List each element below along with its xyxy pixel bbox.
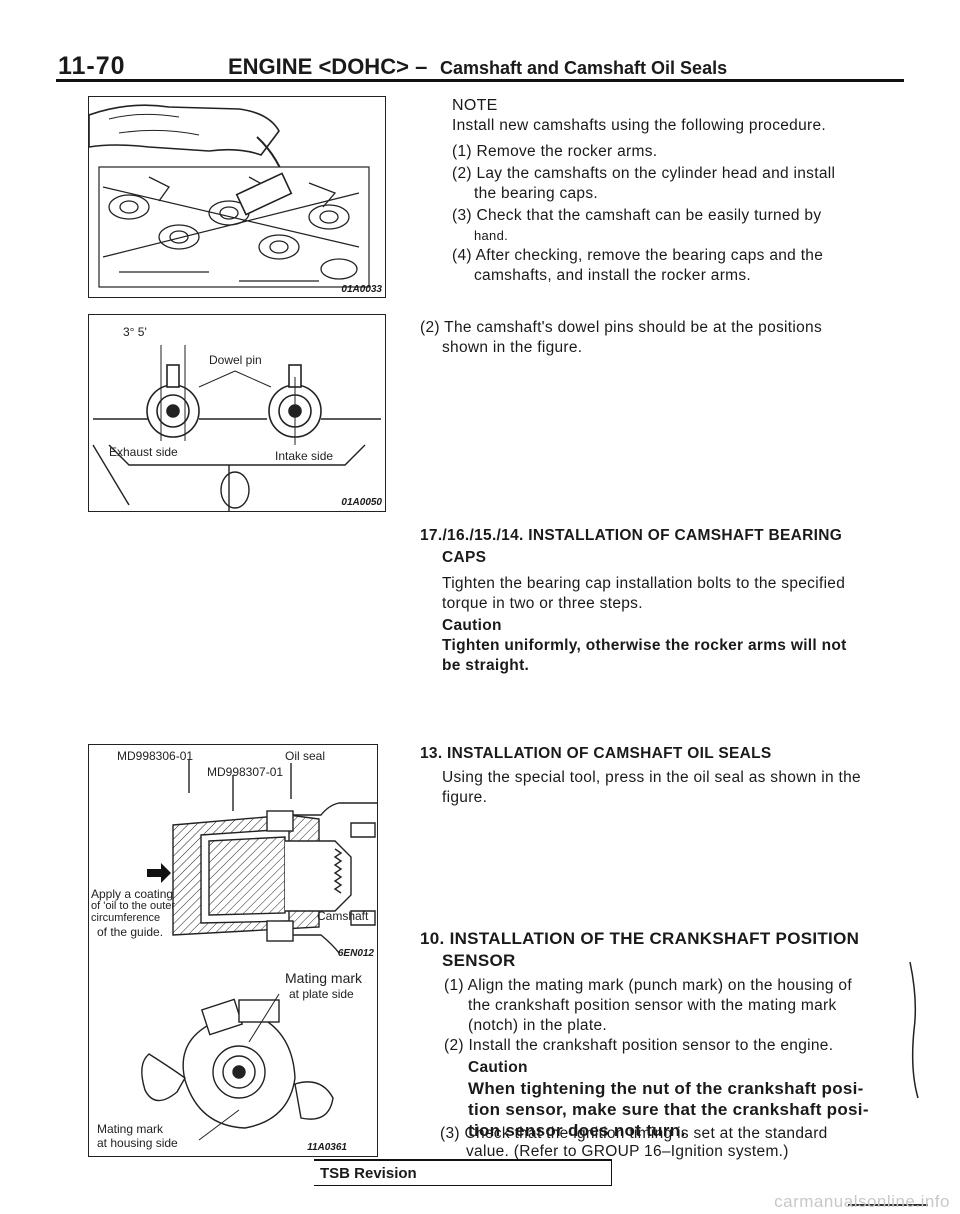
tsb-rule bbox=[314, 1159, 612, 1161]
dowel-pin-label: Dowel pin bbox=[209, 353, 262, 367]
figure-code: 11A0361 bbox=[307, 1142, 347, 1153]
watermark: carmanualsonline.info bbox=[774, 1192, 950, 1211]
caution-text: tion sensor does not turn. bbox=[468, 1121, 686, 1140]
coating-note-4: of the guide. bbox=[97, 925, 164, 939]
camshaft-label: Camshaft bbox=[317, 909, 369, 923]
figure-dowel-pin-positions: 3° 5' Dowel pin Exhaust side Intake side… bbox=[88, 314, 386, 512]
camshaft-end-view bbox=[92, 345, 381, 511]
angle-label: 3° 5' bbox=[123, 325, 147, 339]
note-step: camshafts, and install the rocker arms. bbox=[474, 267, 752, 284]
margin-bracket-mark bbox=[909, 961, 919, 1099]
note-title: NOTE bbox=[452, 97, 498, 114]
tool-label-1: MD998306-01 bbox=[117, 749, 194, 763]
section-heading-bearing-caps: 17./16./15./14. INSTALLATION OF CAMSHAFT… bbox=[420, 527, 843, 544]
header-rule bbox=[56, 79, 904, 82]
mating-mark-plate-2: at plate side bbox=[289, 987, 354, 1001]
note-step: the bearing caps. bbox=[474, 185, 599, 202]
mating-mark-plate-1: Mating mark bbox=[285, 970, 363, 986]
caution-text: be straight. bbox=[442, 657, 530, 674]
footer-rule bbox=[848, 1204, 928, 1206]
crank-sensor-step: the crankshaft position sensor with the … bbox=[468, 997, 837, 1014]
note-step: (2) Lay the camshafts on the cylinder he… bbox=[452, 165, 836, 182]
dowel-step-line: shown in the figure. bbox=[442, 339, 583, 356]
oil-seals-body: Using the special tool, press in the oil… bbox=[442, 769, 861, 786]
figure-rocker-arm-removal: 01A0033 bbox=[88, 96, 386, 298]
section-heading-crank-sensor: 10. INSTALLATION OF THE CRANKSHAFT POSIT… bbox=[420, 929, 860, 948]
figure-code: 01A0050 bbox=[341, 497, 382, 508]
note-step: hand. bbox=[474, 228, 509, 243]
caution-text: Tighten uniformly, otherwise the rocker … bbox=[442, 637, 847, 654]
oil-seal-tool-illustration bbox=[147, 759, 377, 954]
caution-text: When tightening the nut of the crankshaf… bbox=[468, 1079, 864, 1098]
note-step: (1) Remove the rocker arms. bbox=[452, 143, 658, 160]
note-step: (4) After checking, remove the bearing c… bbox=[452, 247, 824, 264]
mating-mark-housing-2: at housing side bbox=[97, 1136, 178, 1150]
coating-note-1: Apply a coating bbox=[91, 887, 174, 901]
mating-mark-housing-1: Mating mark bbox=[97, 1122, 164, 1136]
press-direction-icon bbox=[147, 863, 171, 883]
oil-seals-body: figure. bbox=[442, 789, 488, 806]
tool-label-2: MD998307-01 bbox=[207, 765, 284, 779]
coating-note-3: circumference bbox=[91, 912, 161, 924]
page-number: 11-70 bbox=[58, 52, 126, 80]
oil-seal-label: Oil seal bbox=[285, 749, 326, 763]
coating-note-2: of 'oil to the outer bbox=[91, 900, 176, 912]
crank-sensor-step: value. (Refer to GROUP 16–Ignition syste… bbox=[466, 1143, 789, 1160]
section-heading-crank-sensor-2: SENSOR bbox=[442, 951, 516, 970]
exhaust-side-label: Exhaust side bbox=[109, 445, 178, 459]
section-title: ENGINE <DOHC> – bbox=[228, 54, 428, 79]
bearing-caps-body: torque in two or three steps. bbox=[442, 595, 643, 612]
intake-side-label: Intake side bbox=[275, 449, 334, 463]
subsection-title: Camshaft and Camshaft Oil Seals bbox=[440, 58, 728, 78]
note-intro: Install new camshafts using the followin… bbox=[452, 117, 827, 134]
caution-text: tion sensor, make sure that the cranksha… bbox=[468, 1100, 869, 1119]
figure-code: 01A0033 bbox=[341, 284, 382, 295]
caution-label: Caution bbox=[442, 617, 502, 634]
crank-sensor-step: (notch) in the plate. bbox=[468, 1017, 607, 1034]
dowel-step-line: (2) The camshaft's dowel pins should be … bbox=[420, 319, 823, 336]
caution-label: Caution bbox=[468, 1059, 528, 1076]
section-heading-oil-seals: 13. INSTALLATION OF CAMSHAFT OIL SEALS bbox=[420, 745, 772, 762]
tsb-revision-box: TSB Revision bbox=[314, 1160, 612, 1186]
section-heading-bearing-caps-2: CAPS bbox=[442, 549, 487, 566]
figure-oil-seal-installation: MD998306-01 Oil seal MD998307-01 Apply a… bbox=[88, 744, 378, 962]
crank-sensor-step: (1) Align the mating mark (punch mark) o… bbox=[444, 977, 852, 994]
figure-code: 6EN012 bbox=[337, 948, 374, 959]
note-step: (3) Check that the camshaft can be easil… bbox=[452, 207, 822, 224]
figure-crank-sensor-mating-marks: Mating mark at plate side Mating mark at… bbox=[88, 960, 378, 1157]
bearing-caps-body: Tighten the bearing cap installation bol… bbox=[442, 575, 846, 592]
crank-sensor-step: (3) Check that the ignition timing is se… bbox=[440, 1125, 828, 1142]
crank-sensor-illustration bbox=[141, 993, 334, 1141]
rocker-arm-illustration bbox=[89, 104, 370, 288]
crank-sensor-step: (2) Install the crankshaft position sens… bbox=[444, 1037, 834, 1054]
